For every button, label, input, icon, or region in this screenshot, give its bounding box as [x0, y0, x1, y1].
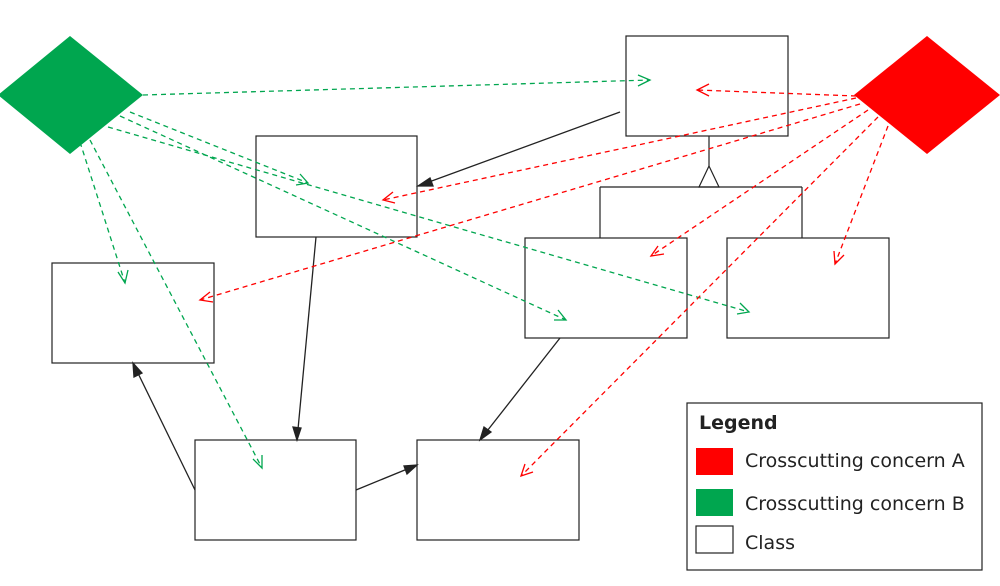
legend-label-class: Class: [745, 532, 795, 554]
legend-swatch-concern-a: [696, 448, 733, 475]
arrowhead: [478, 425, 493, 442]
concern-a-arrow: [382, 97, 857, 201]
arrowhead: [415, 177, 434, 187]
arrowhead: [403, 464, 419, 476]
class-box-5: [726, 237, 890, 339]
arrowhead: [132, 361, 144, 379]
arrowhead: [292, 426, 302, 443]
concern-a-arrow: [650, 109, 869, 257]
class-boxes: [51, 35, 890, 541]
concern-a-arrow: [199, 103, 861, 301]
legend-box: [686, 402, 983, 571]
concern-a-arrows: [198, 83, 889, 478]
concern-b-arrow: [107, 126, 750, 313]
class-box-4: [524, 237, 688, 339]
concern-b-diamond: [0, 36, 143, 154]
concern-b-arrow: [142, 79, 651, 96]
association-arrow: [417, 111, 621, 187]
legend-swatch-class: [695, 525, 734, 554]
class-box-1: [625, 35, 789, 137]
concern-b-arrows: [79, 74, 751, 470]
association-arrow: [479, 337, 561, 441]
legend: Legend Crosscutting concern A Crosscutti…: [686, 402, 983, 571]
class-box-8: [416, 439, 580, 541]
class-box-3: [51, 262, 215, 364]
class-box-7: [194, 439, 357, 541]
legend-label-concern-a: Crosscutting concern A: [745, 450, 965, 472]
class-box-2: [255, 135, 418, 238]
concern-a-arrow: [834, 125, 889, 265]
legend-label-concern-b: Crosscutting concern B: [745, 493, 965, 515]
concern-b-arrow: [129, 111, 309, 184]
association-arrows: [132, 111, 621, 491]
association-arrow: [132, 362, 196, 491]
concern-b-arrow: [119, 115, 567, 321]
legend-title: Legend: [699, 412, 778, 434]
generalization-connector: [599, 136, 803, 238]
concern-b-arrow: [79, 141, 126, 284]
concern-a-diamond: [854, 36, 1000, 154]
association-arrow: [296, 236, 317, 441]
concern-a-arrow: [520, 116, 879, 477]
legend-swatch-concern-b: [696, 489, 733, 516]
concern-b-arrow: [89, 139, 263, 469]
